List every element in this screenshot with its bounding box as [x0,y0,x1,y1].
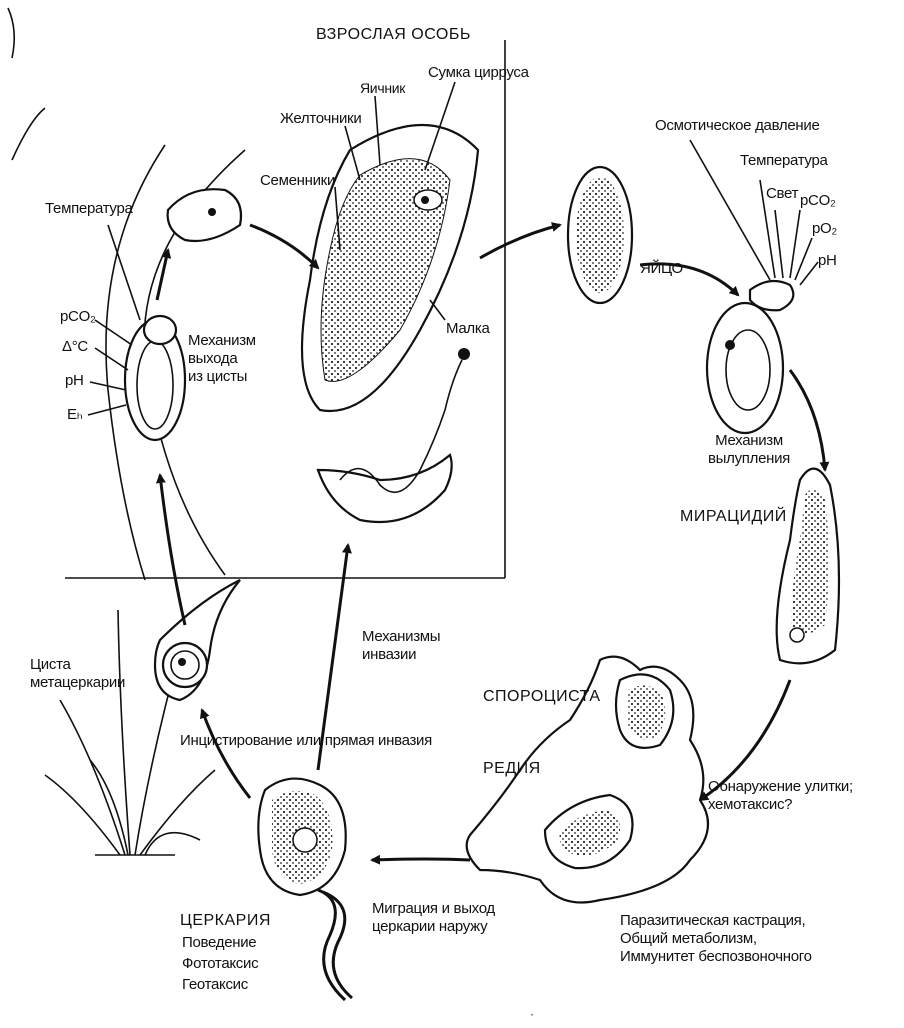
geotaxis-label: Геотаксис [182,976,248,994]
po2-label: pO₂ [812,220,837,238]
egg-ph-label: pH [818,252,837,270]
corner-mark [8,8,14,58]
ph2-leader [800,262,818,285]
eh-label: Eₕ [67,406,82,424]
sporocyst-label: СПОРОЦИСТА [483,688,601,706]
snail-detection-label: Обнаружение улитки; хемотаксис? [708,778,853,814]
egg-temperature-label: Температура [740,152,828,170]
testes-label: Семенники [260,172,335,190]
exit-mechanism-label: Механизм выхода из цисты [188,332,256,386]
left-edge-mark [12,108,45,160]
osmotic-label: Осмотическое давление [655,117,820,135]
adult-title: ВЗРОСЛАЯ ОСОБЬ [316,26,471,44]
phototaxis-label: Фототаксис [182,955,258,973]
snail-label: Малка [446,320,490,338]
pco2-leader [95,320,132,345]
encystment-label: Инцистирование или прямая инвазия [180,732,432,750]
page-mark: · [530,1007,534,1021]
arrow-encystment [202,710,250,798]
cercaria-body [258,779,352,1000]
egg-label: ЯЙЦО [640,260,683,278]
dt-leader [95,348,128,370]
cirrus-sac-label: Сумка цирруса [428,64,529,82]
arrow-to-egg [480,225,560,258]
arrow-to-miracidium [790,370,825,470]
excysting-larva [125,189,241,440]
light-leader [775,210,783,278]
light-label: Свет [766,185,798,203]
host-effects-label: Паразитическая кастрация, Общий метаболи… [620,912,812,966]
arrow-to-cercaria [372,859,470,860]
egg-pco2-label: pCO₂ [800,192,835,210]
invasion-label: Механизмы инвазии [362,628,440,664]
temperature-label: Температура [45,200,133,218]
behavior-label: Поведение [182,934,256,952]
miracidium-body [777,469,839,664]
eh-leader [88,405,126,415]
hatching-egg [707,281,793,433]
migration-label: Миграция и выход церкарии наружу [372,900,495,936]
vitellaria-label: Желточники [280,110,361,128]
plant-with-cyst [45,580,240,855]
worm-head [458,348,470,360]
miracidium-label: МИРАЦИДИЙ [680,508,787,526]
adult-fluke [302,125,478,411]
arrow-to-adult [250,225,318,268]
egg-content [576,177,624,293]
hatching-label: Механизм вылупления [708,432,790,468]
redia-label: РЕДИЯ [483,760,541,778]
snail-leader [430,300,445,320]
delta-t-label: Δ°C [62,338,88,356]
ph-label: pH [65,372,84,390]
pco2-label: pCO₂ [60,308,95,326]
ovary-label: Яичник [360,80,405,96]
cyst-label: Циста метацеркарии [30,656,125,692]
pco2b-leader [790,210,800,278]
cercaria-label: ЦЕРКАРИЯ [180,912,271,930]
